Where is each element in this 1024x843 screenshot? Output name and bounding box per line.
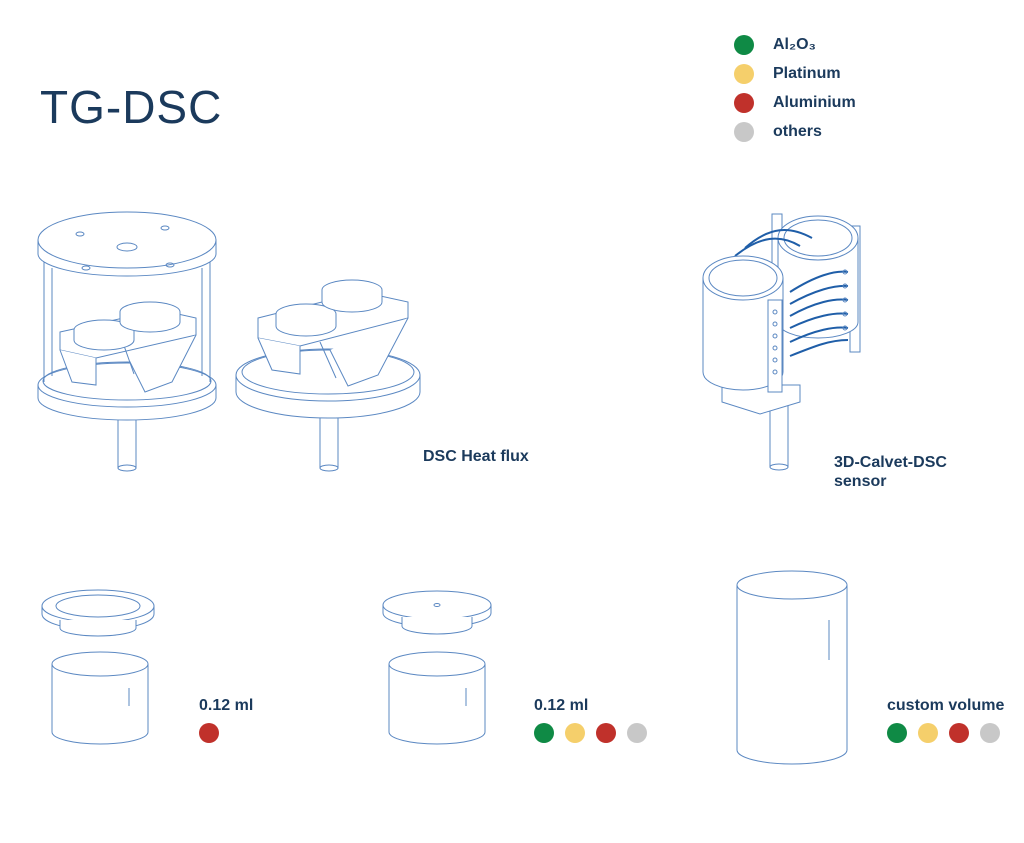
others-dot-icon [734, 121, 754, 142]
calvet-caption: 3D-Calvet-DSC sensor [834, 453, 947, 491]
legend-item-aluminium: Aluminium [734, 88, 856, 117]
crucible-1-volume: 0.12 ml [199, 697, 254, 714]
material-legend: Al₂O₃ Platinum Aluminium others [734, 30, 856, 146]
legend-item-alumina: Al₂O₃ [734, 30, 856, 59]
crucible-1-illustration [41, 589, 155, 745]
crucible-2-volume: 0.12 ml [534, 697, 589, 714]
platinum-dot-icon [565, 723, 585, 743]
legend-label: Platinum [773, 64, 841, 82]
aluminium-dot-icon [949, 723, 969, 743]
crucible-2-illustration [382, 590, 492, 745]
aluminium-dot-icon [199, 723, 219, 743]
others-dot-icon [980, 723, 1000, 743]
aluminium-dot-icon [596, 723, 616, 743]
crucible-3-materials [887, 723, 1000, 743]
platinum-dot-icon [734, 63, 754, 84]
legend-label: Al₂O₃ [773, 35, 816, 53]
legend-label: Aluminium [773, 93, 856, 111]
calvet-dsc-sensor-illustration [702, 213, 861, 471]
legend-label: others [773, 122, 822, 140]
tg-dsc-sensor-illustration [37, 211, 217, 472]
others-dot-icon [627, 723, 647, 743]
crucible-3-illustration [736, 570, 848, 765]
crucible-2-materials [534, 723, 647, 743]
dsc-heat-flux-sensor-illustration [235, 279, 421, 472]
legend-item-platinum: Platinum [734, 59, 856, 88]
alumina-dot-icon [887, 723, 907, 743]
calvet-caption-line1: 3D-Calvet-DSC [834, 454, 947, 471]
alumina-dot-icon [534, 723, 554, 743]
platinum-dot-icon [918, 723, 938, 743]
crucible-1-materials [199, 723, 219, 743]
legend-item-others: others [734, 117, 856, 146]
page-title: TG-DSC [40, 81, 223, 133]
aluminium-dot-icon [734, 92, 754, 113]
alumina-dot-icon [734, 34, 754, 55]
calvet-caption-line2: sensor [834, 473, 887, 490]
heat-flux-caption: DSC Heat flux [423, 448, 529, 465]
crucible-3-volume: custom volume [887, 697, 1005, 714]
